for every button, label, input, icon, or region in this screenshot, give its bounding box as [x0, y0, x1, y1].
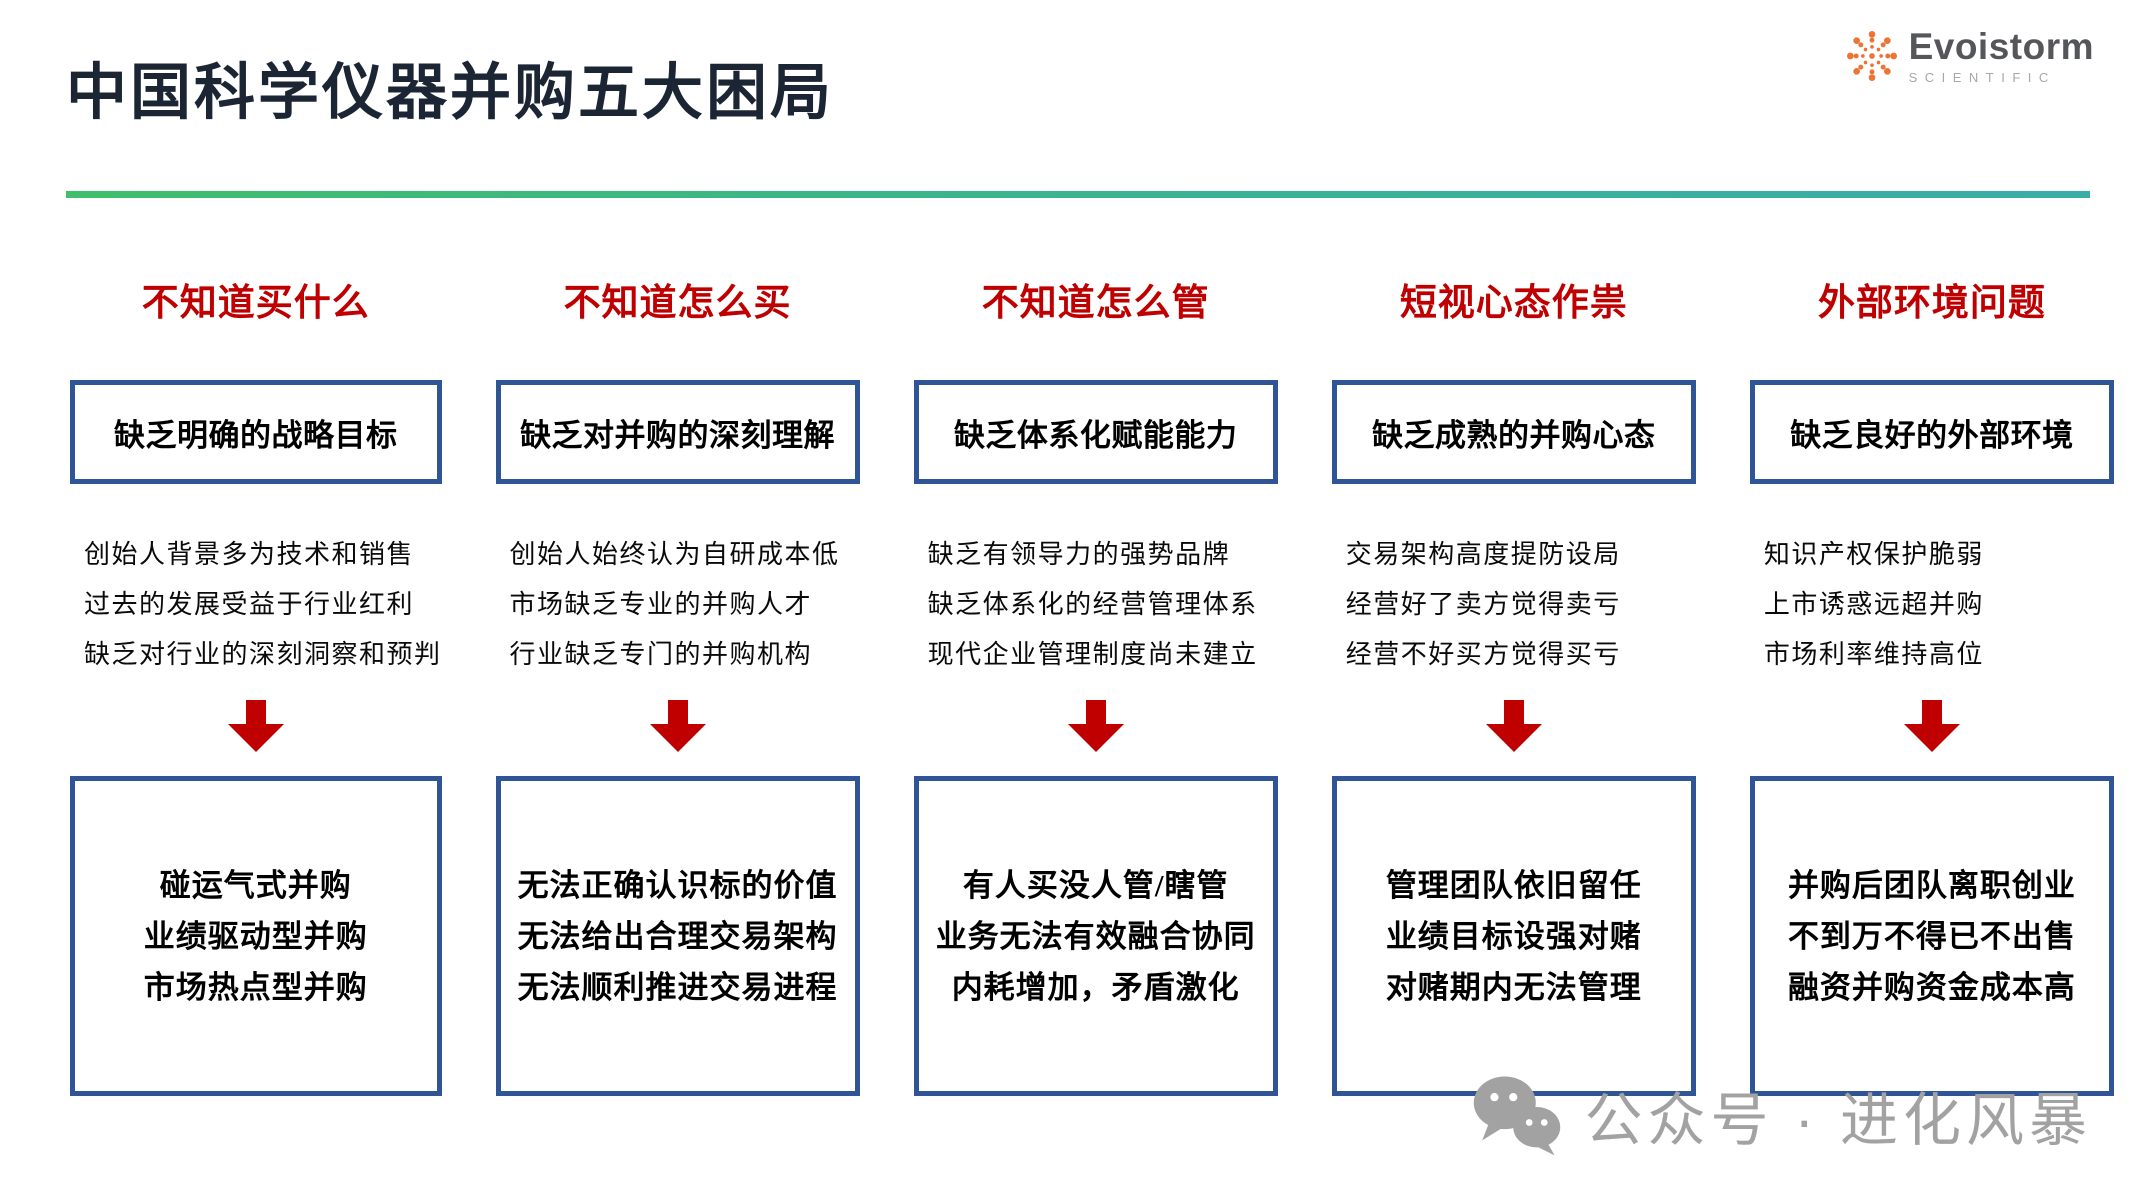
- logo-wordmark: Evoistorm SCIENTIFIC: [1909, 28, 2094, 84]
- cause-line: 过去的发展受益于行业红利: [84, 590, 415, 619]
- result-line: 碰运气式并购: [159, 867, 352, 903]
- watermark: 公众号 · 进化风暴: [1470, 1072, 2092, 1158]
- cause-line: 创始人始终认为自研成本低: [509, 540, 840, 569]
- column-header: 不知道怎么管: [981, 283, 1210, 324]
- cause-line: 缺乏有领导力的强势品牌: [927, 540, 1231, 569]
- result-line: 有人买没人管/瞎管: [962, 867, 1229, 903]
- result-box: 管理团队依旧留任 业绩目标设强对赌 对赌期内无法管理: [1331, 776, 1696, 1096]
- result-line: 业绩目标设强对赌: [1385, 918, 1642, 954]
- wechat-icon: [1474, 1076, 1561, 1156]
- cause-line: 经营好了卖方觉得卖亏: [1345, 590, 1621, 619]
- cause-line: 知识产权保护脆弱: [1763, 540, 1984, 569]
- logo-subtitle: SCIENTIFIC: [1908, 70, 2056, 85]
- problem-box: 缺乏成熟的并购心态: [1331, 380, 1696, 484]
- result-line: 业绩驱动型并购: [143, 918, 368, 954]
- result-line: 无法顺利推进交易进程: [517, 969, 838, 1005]
- cause-line: 上市诱惑远超并购: [1763, 590, 1984, 619]
- down-arrow-icon: [914, 700, 1278, 752]
- result-line: 内耗增加，矛盾激化: [951, 969, 1240, 1005]
- column-2: 不知道怎么买 缺乏对并购的深刻理解 创始人始终认为自研成本低 市场缺乏专业的并购…: [495, 282, 860, 1096]
- cause-line: 创始人背景多为技术和销售: [84, 540, 415, 569]
- problem-box: 缺乏对并购的深刻理解: [495, 380, 860, 484]
- title-divider: [66, 191, 2090, 198]
- result-box: 无法正确认识标的价值 无法给出合理交易架构 无法顺利推进交易进程: [495, 776, 860, 1096]
- problem-text: 缺乏体系化赋能能力: [953, 417, 1238, 453]
- cause-line: 现代企业管理制度尚未建立: [927, 640, 1258, 669]
- result-line: 并购后团队离职创业: [1787, 867, 2076, 903]
- cause-line: 缺乏对行业的深刻洞察和预判: [84, 640, 442, 669]
- evoistorm-logo: Evoistorm SCIENTIFIC: [1846, 28, 2094, 84]
- down-arrow-icon: [1750, 700, 2114, 752]
- column-header: 外部环境问题: [1817, 283, 2046, 324]
- column-3: 不知道怎么管 缺乏体系化赋能能力 缺乏有领导力的强势品牌 缺乏体系化的经营管理体…: [913, 282, 1278, 1096]
- column-header: 短视心态作祟: [1399, 283, 1628, 324]
- down-arrow-icon: [1332, 700, 1696, 752]
- result-box: 碰运气式并购 业绩驱动型并购 市场热点型并购: [70, 776, 442, 1096]
- result-line: 无法给出合理交易架构: [517, 918, 838, 954]
- column-header: 不知道买什么: [141, 283, 370, 324]
- slide-header: 中国科学仪器并购五大困局 Evoistorm SCIENTIFIC: [0, 0, 2154, 131]
- result-line: 管理团队依旧留任: [1385, 867, 1642, 903]
- down-arrow-icon: [496, 700, 860, 752]
- problem-text: 缺乏良好的外部环境: [1790, 417, 2074, 453]
- result-line: 无法正确认识标的价值: [517, 867, 838, 903]
- cause-list: 缺乏有领导力的强势品牌 缺乏体系化的经营管理体系 现代企业管理制度尚未建立: [914, 530, 1278, 680]
- cause-list: 创始人背景多为技术和销售 过去的发展受益于行业红利 缺乏对行业的深刻洞察和预判: [70, 530, 442, 680]
- cause-list: 知识产权保护脆弱 上市诱惑远超并购 市场利率维持高位: [1750, 530, 2114, 680]
- result-line: 对赌期内无法管理: [1385, 969, 1642, 1005]
- column-5: 外部环境问题 缺乏良好的外部环境 知识产权保护脆弱 上市诱惑远超并购 市场利率维…: [1749, 282, 2114, 1096]
- result-line: 融资并购资金成本高: [1787, 969, 2076, 1005]
- problem-box: 缺乏体系化赋能能力: [913, 380, 1278, 484]
- cause-line: 行业缺乏专门的并购机构: [509, 640, 813, 669]
- cause-line: 交易架构高度提防设局: [1345, 540, 1621, 569]
- cause-list: 创始人始终认为自研成本低 市场缺乏专业的并购人才 行业缺乏专门的并购机构: [496, 530, 860, 680]
- down-arrow-icon: [70, 700, 442, 752]
- result-line: 市场热点型并购: [143, 969, 368, 1005]
- dilemma-columns: 不知道买什么 缺乏明确的战略目标 创始人背景多为技术和销售 过去的发展受益于行业…: [0, 282, 2154, 1096]
- cause-list: 交易架构高度提防设局 经营好了卖方觉得卖亏 经营不好买方觉得买亏: [1332, 530, 1696, 680]
- logo-name: Evoistorm: [1908, 26, 2094, 67]
- result-box: 并购后团队离职创业 不到万不得已不出售 融资并购资金成本高: [1749, 776, 2114, 1096]
- result-box: 有人买没人管/瞎管 业务无法有效融合协同 内耗增加，矛盾激化: [913, 776, 1278, 1096]
- page-title: 中国科学仪器并购五大困局: [66, 60, 835, 127]
- problem-text: 缺乏成熟的并购心态: [1372, 417, 1656, 453]
- problem-box: 缺乏明确的战略目标: [70, 380, 442, 484]
- cause-line: 缺乏体系化的经营管理体系: [927, 590, 1258, 619]
- cause-line: 市场利率维持高位: [1763, 640, 1984, 669]
- cause-line: 经营不好买方觉得买亏: [1345, 640, 1621, 669]
- cause-line: 市场缺乏专业的并购人才: [509, 590, 813, 619]
- result-line: 不到万不得已不出售: [1787, 918, 2076, 954]
- column-1: 不知道买什么 缺乏明确的战略目标 创始人背景多为技术和销售 过去的发展受益于行业…: [70, 282, 442, 1096]
- result-line: 业务无法有效融合协同: [935, 918, 1256, 954]
- starburst-icon: [1846, 31, 1897, 81]
- column-header: 不知道怎么买: [563, 283, 792, 324]
- watermark-text: 公众号 · 进化风暴: [1584, 1088, 2092, 1153]
- problem-box: 缺乏良好的外部环境: [1749, 380, 2114, 484]
- problem-text: 缺乏明确的战略目标: [114, 417, 398, 453]
- problem-text: 缺乏对并购的深刻理解: [520, 417, 836, 453]
- column-4: 短视心态作祟 缺乏成熟的并购心态 交易架构高度提防设局 经营好了卖方觉得卖亏 经…: [1331, 282, 1696, 1096]
